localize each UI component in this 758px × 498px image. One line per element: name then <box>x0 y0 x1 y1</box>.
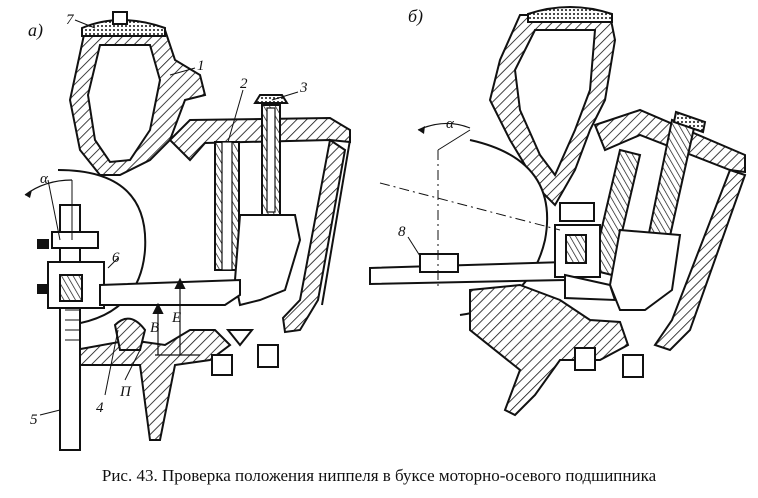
measuring-bar-6 <box>99 278 241 306</box>
panel-b-drawing <box>369 6 747 417</box>
lower-bracket-b <box>608 228 682 311</box>
tube-3-cap <box>253 94 289 104</box>
callout-6: 6 <box>112 250 120 266</box>
base-flange-b <box>469 283 630 417</box>
callout-1: 1 <box>197 58 205 74</box>
oil-cap-b <box>527 6 613 23</box>
callout-alpha-b: α <box>446 116 455 132</box>
callout-8: 8 <box>398 224 406 240</box>
probe-8 <box>419 253 459 273</box>
callout-3: 3 <box>299 80 308 96</box>
channel-arm-a <box>168 116 351 162</box>
cap-nut-a <box>112 11 128 25</box>
callout-5: 5 <box>30 412 38 428</box>
panel-label-a: а) <box>28 20 43 41</box>
bolt-a1 <box>211 354 233 376</box>
callout-p: П <box>119 384 132 400</box>
callout-dim-e: Е <box>171 310 181 326</box>
housing-cavity-b <box>513 29 597 177</box>
box-wall-a <box>281 138 347 334</box>
callout-7: 7 <box>66 12 75 28</box>
box-wall-b <box>653 168 747 352</box>
measuring-bar-b <box>369 260 566 286</box>
housing-cavity-a <box>86 44 162 164</box>
axis-line-b <box>379 182 561 231</box>
bolt-b1 <box>574 347 596 371</box>
figure-caption: Рис. 43. Проверка положения ниппеля в бу… <box>101 466 657 485</box>
lower-bracket-a <box>233 214 302 307</box>
callout-4: 4 <box>96 400 104 416</box>
oil-cap-a <box>81 19 166 37</box>
panel-label-b: б) <box>408 6 423 27</box>
panel-a-drawing <box>24 11 351 451</box>
caliper-scale-a <box>59 274 83 302</box>
bolt-b2 <box>622 354 644 378</box>
support-foot-a <box>113 317 147 351</box>
bolt-a2 <box>257 344 279 368</box>
base-flange-a <box>74 329 232 441</box>
caliper-scale-b <box>565 234 587 264</box>
callout-dim-b: В <box>150 320 159 336</box>
callout-2: 2 <box>240 76 248 92</box>
callout-alpha-a: α <box>40 171 49 187</box>
